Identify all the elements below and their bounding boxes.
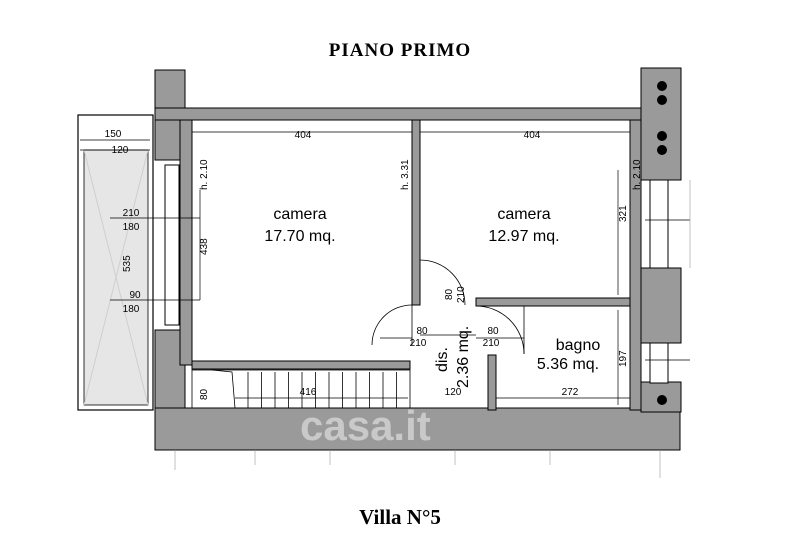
height-camera-left: h. 2.10 <box>199 159 210 190</box>
balcony <box>77 114 154 411</box>
room-dis-area: 2.36 mq. <box>455 326 472 388</box>
door-swing-right <box>475 305 525 355</box>
wall-middle <box>411 119 421 306</box>
room-camera-right-name: camera <box>497 206 550 223</box>
dim-bagno-width: 272 <box>562 387 579 398</box>
dim-door-left-w: 80 <box>416 326 428 337</box>
stair-steps <box>247 372 397 408</box>
vent-holes <box>657 81 667 405</box>
dim-dis-width: 120 <box>445 387 462 398</box>
wall-right-inner <box>629 119 642 411</box>
room-bagno-name: bagno <box>556 337 601 354</box>
wall-bagno-left <box>487 354 497 411</box>
room-dis-name: dis. <box>434 347 451 372</box>
ground-marks <box>174 180 691 478</box>
dim-window-upper-outer: 210 <box>123 208 140 219</box>
dim-window-upper-inner: 180 <box>123 222 140 233</box>
dim-balcony-inner: 120 <box>112 145 129 156</box>
dim-left-width: 404 <box>295 130 312 141</box>
dim-door-top-w: 80 <box>444 288 455 300</box>
wall-right-mid <box>640 267 682 344</box>
floor-title: PIANO PRIMO <box>328 40 472 61</box>
doors <box>371 259 525 355</box>
villa-title: Villa N°5 <box>359 505 441 529</box>
door-swing-left <box>371 304 413 346</box>
room-camera-right-area: 12.97 mq. <box>488 228 559 245</box>
room-camera-left-name: camera <box>273 206 326 223</box>
dim-balcony-outer: 150 <box>105 129 122 140</box>
dim-window-lower-inner: 180 <box>123 304 140 315</box>
dim-bagno-depth: 197 <box>618 350 629 367</box>
wall-top <box>154 107 644 121</box>
door-swing-top <box>419 259 466 306</box>
windows <box>164 164 669 384</box>
wall-bottom <box>154 407 681 451</box>
dimension-lines <box>80 131 690 405</box>
dim-door-top-h: 210 <box>456 286 467 303</box>
room-camera-left-area: 17.70 mq. <box>264 228 335 245</box>
wall-stair-top <box>191 360 411 370</box>
dim-door-left-h: 210 <box>410 338 427 349</box>
height-corridor: h. 3.31 <box>400 159 411 190</box>
walls <box>154 67 682 451</box>
dim-left-depth: 438 <box>199 238 210 255</box>
dim-right-width: 404 <box>524 130 541 141</box>
room-bagno-area: 5.36 mq. <box>537 356 599 373</box>
watermark: casa.it <box>300 402 431 449</box>
staircase <box>191 369 411 409</box>
height-camera-right: h. 2.10 <box>632 159 643 190</box>
dim-window-lower-outer: 90 <box>129 290 141 301</box>
dim-balcony-length: 535 <box>122 255 133 272</box>
dim-stair-width: 80 <box>199 388 210 400</box>
wall-bagno-top <box>475 297 631 307</box>
dim-stair-length: 416 <box>300 387 317 398</box>
dim-door-right-h: 210 <box>483 338 500 349</box>
dim-right-depth: 321 <box>618 205 629 222</box>
wall-left-inner <box>179 119 193 366</box>
dim-door-right-w: 80 <box>487 326 499 337</box>
